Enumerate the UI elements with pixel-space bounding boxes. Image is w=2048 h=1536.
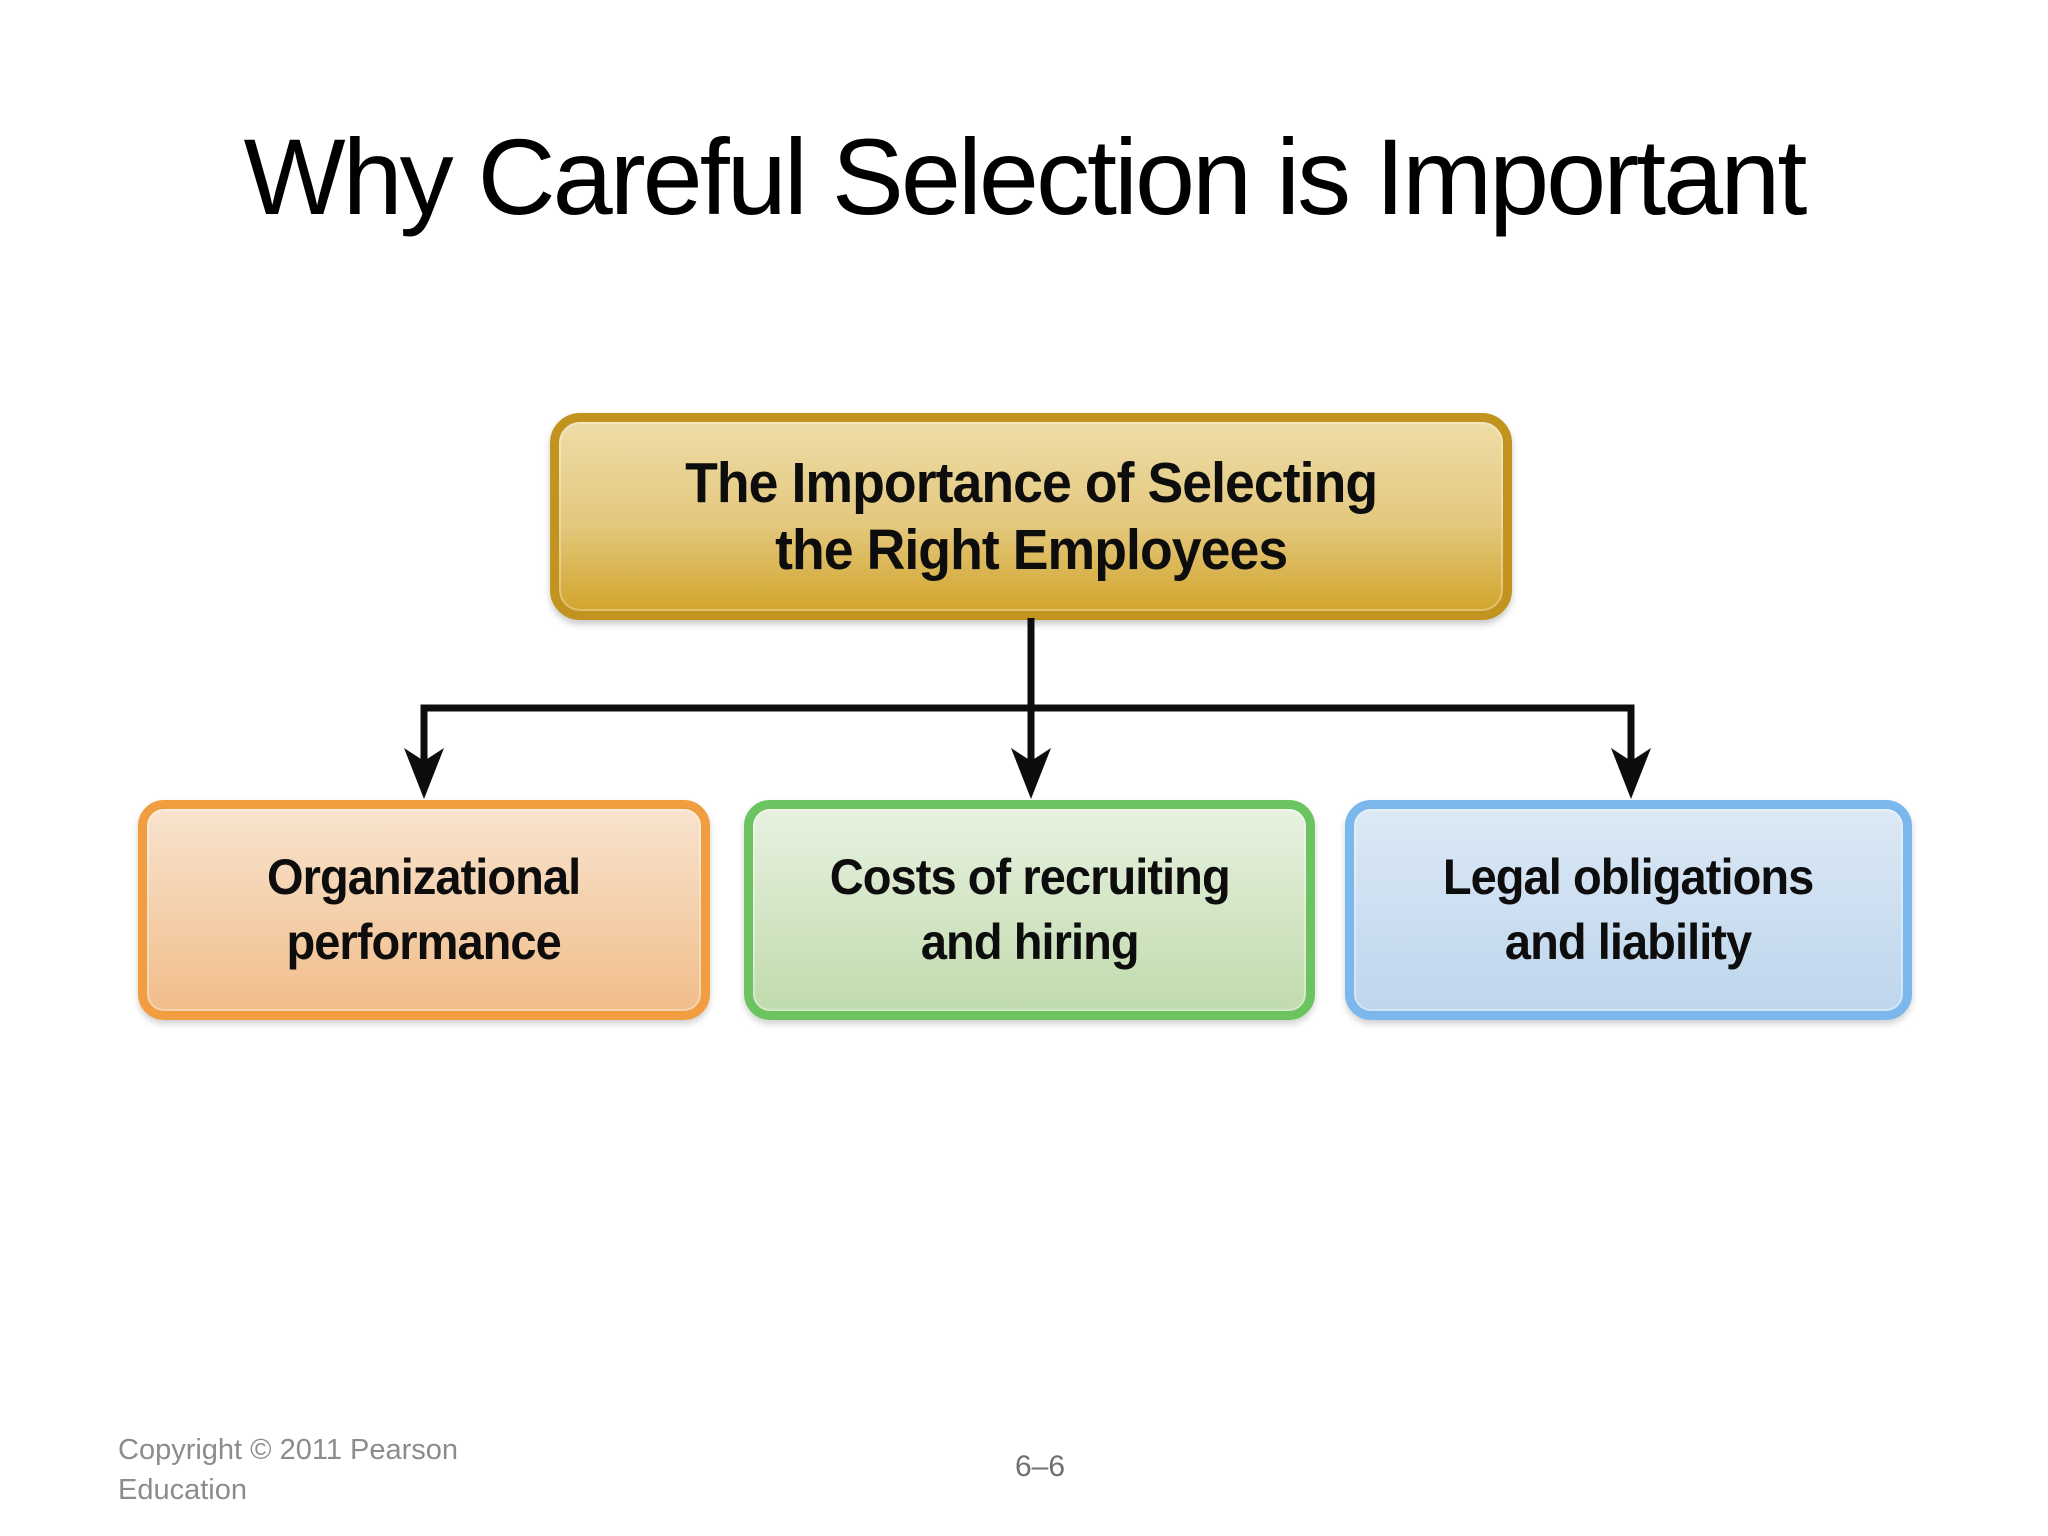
page-number: 6–6 [1014,1450,1066,1483]
node-label-line-2: the Right Employees [774,517,1288,582]
node-label: Costs of recruiting and hiring [829,845,1231,975]
node-label-line-2: performance [286,914,562,970]
diagram-node-importance: The Importance of Selecting the Right Em… [550,413,1512,620]
node-label-line-1: Legal obligations [1443,849,1814,905]
node-label-line-1: Organizational [267,849,581,905]
node-label-line-1: The Importance of Selecting [684,450,1378,515]
node-label: Legal obligations and liability [1443,845,1814,975]
node-label-line-2: and liability [1505,914,1752,970]
connector-arrows [404,618,1651,799]
diagram-node-costs-of-recruiting: Costs of recruiting and hiring [744,800,1315,1020]
diagram-node-organizational-performance: Organizational performance [138,800,710,1020]
arrow-down-icon [404,748,444,799]
copyright-notice: Copyright © 2011 Pearson Education [118,1434,459,1507]
arrow-down-icon [1011,748,1051,799]
diagram-node-legal-obligations: Legal obligations and liability [1345,800,1912,1020]
node-label: Organizational performance [267,845,581,975]
slide-title: Why Careful Selection is Important [243,116,1808,237]
node-label: The Importance of Selecting the Right Em… [684,450,1378,583]
node-label-line-1: Costs of recruiting [829,849,1231,905]
node-label-line-2: and hiring [920,914,1140,970]
arrow-down-icon [1611,748,1651,799]
